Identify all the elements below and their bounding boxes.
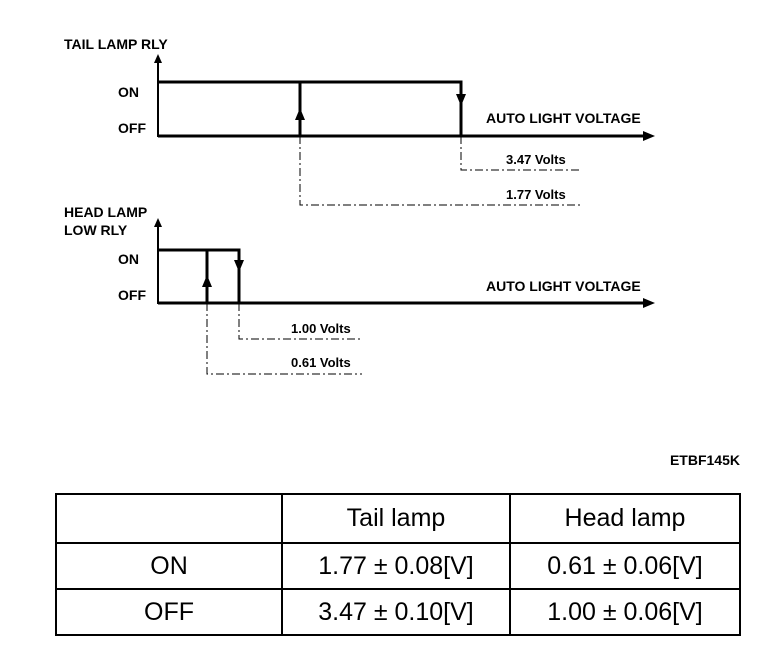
head-on-value: 0.61 ± 0.06[V] — [509, 542, 741, 590]
row-label-off: OFF — [55, 588, 283, 636]
head-off-threshold-leader — [238, 303, 362, 340]
table-header-empty — [55, 493, 283, 544]
head-x-label: AUTO LIGHT VOLTAGE — [486, 278, 641, 294]
relay-hysteresis-diagram: TAIL LAMP RLY ON OFF AUTO LIGHT VOLTAGE … — [64, 36, 655, 375]
tail-on-threshold-label: 1.77 Volts — [506, 187, 566, 202]
tail-on-threshold-leader — [299, 136, 580, 206]
table-row: OFF 3.47 ± 0.10[V] 1.00 ± 0.06[V] — [55, 588, 741, 636]
head-off-threshold-label: 1.00 Volts — [291, 321, 351, 336]
table-header-tail-lamp: Tail lamp — [281, 493, 511, 544]
tail-on-up-arrow — [295, 108, 305, 120]
head-off-value: 1.00 ± 0.06[V] — [509, 588, 741, 636]
head-axis-label-line1: HEAD LAMP — [64, 204, 147, 220]
tail-x-label: AUTO LIGHT VOLTAGE — [486, 110, 641, 126]
threshold-table: Tail lamp Head lamp ON 1.77 ± 0.08[V] 0.… — [55, 493, 741, 636]
tail-off-threshold-label: 3.47 Volts — [506, 152, 566, 167]
tail-axis-label: TAIL LAMP RLY — [64, 36, 168, 52]
tail-on-level-line — [158, 80, 463, 136]
head-on-level-line — [158, 248, 241, 303]
head-on-threshold-leader — [206, 303, 362, 375]
tail-lamp-graph: TAIL LAMP RLY ON OFF AUTO LIGHT VOLTAGE … — [64, 36, 655, 206]
figure-code: ETBF145K — [669, 452, 740, 468]
head-on-up-arrow — [202, 275, 212, 287]
tail-off-threshold-leader — [460, 136, 580, 171]
tail-y-axis-arrow — [154, 54, 162, 63]
tail-x-axis-arrow — [643, 131, 655, 141]
head-x-axis-arrow — [643, 298, 655, 308]
tail-off-down-arrow — [456, 94, 466, 106]
tail-off-value: 3.47 ± 0.10[V] — [281, 588, 511, 636]
head-y-axis-arrow — [154, 218, 162, 227]
table-row: ON 1.77 ± 0.08[V] 0.61 ± 0.06[V] — [55, 542, 741, 590]
row-label-on: ON — [55, 542, 283, 590]
head-on-threshold-label: 0.61 Volts — [291, 355, 351, 370]
tail-on-value: 1.77 ± 0.08[V] — [281, 542, 511, 590]
tail-on-label: ON — [118, 84, 139, 100]
head-on-label: ON — [118, 251, 139, 267]
table-header-row: Tail lamp Head lamp — [55, 493, 741, 544]
head-axis-label-line2: LOW RLY — [64, 222, 128, 238]
tail-off-label: OFF — [118, 120, 146, 136]
head-off-down-arrow — [234, 260, 244, 272]
head-lamp-graph: HEAD LAMP LOW RLY ON OFF AUTO LIGHT VOLT… — [64, 204, 655, 375]
head-off-label: OFF — [118, 287, 146, 303]
table-header-head-lamp: Head lamp — [509, 493, 741, 544]
